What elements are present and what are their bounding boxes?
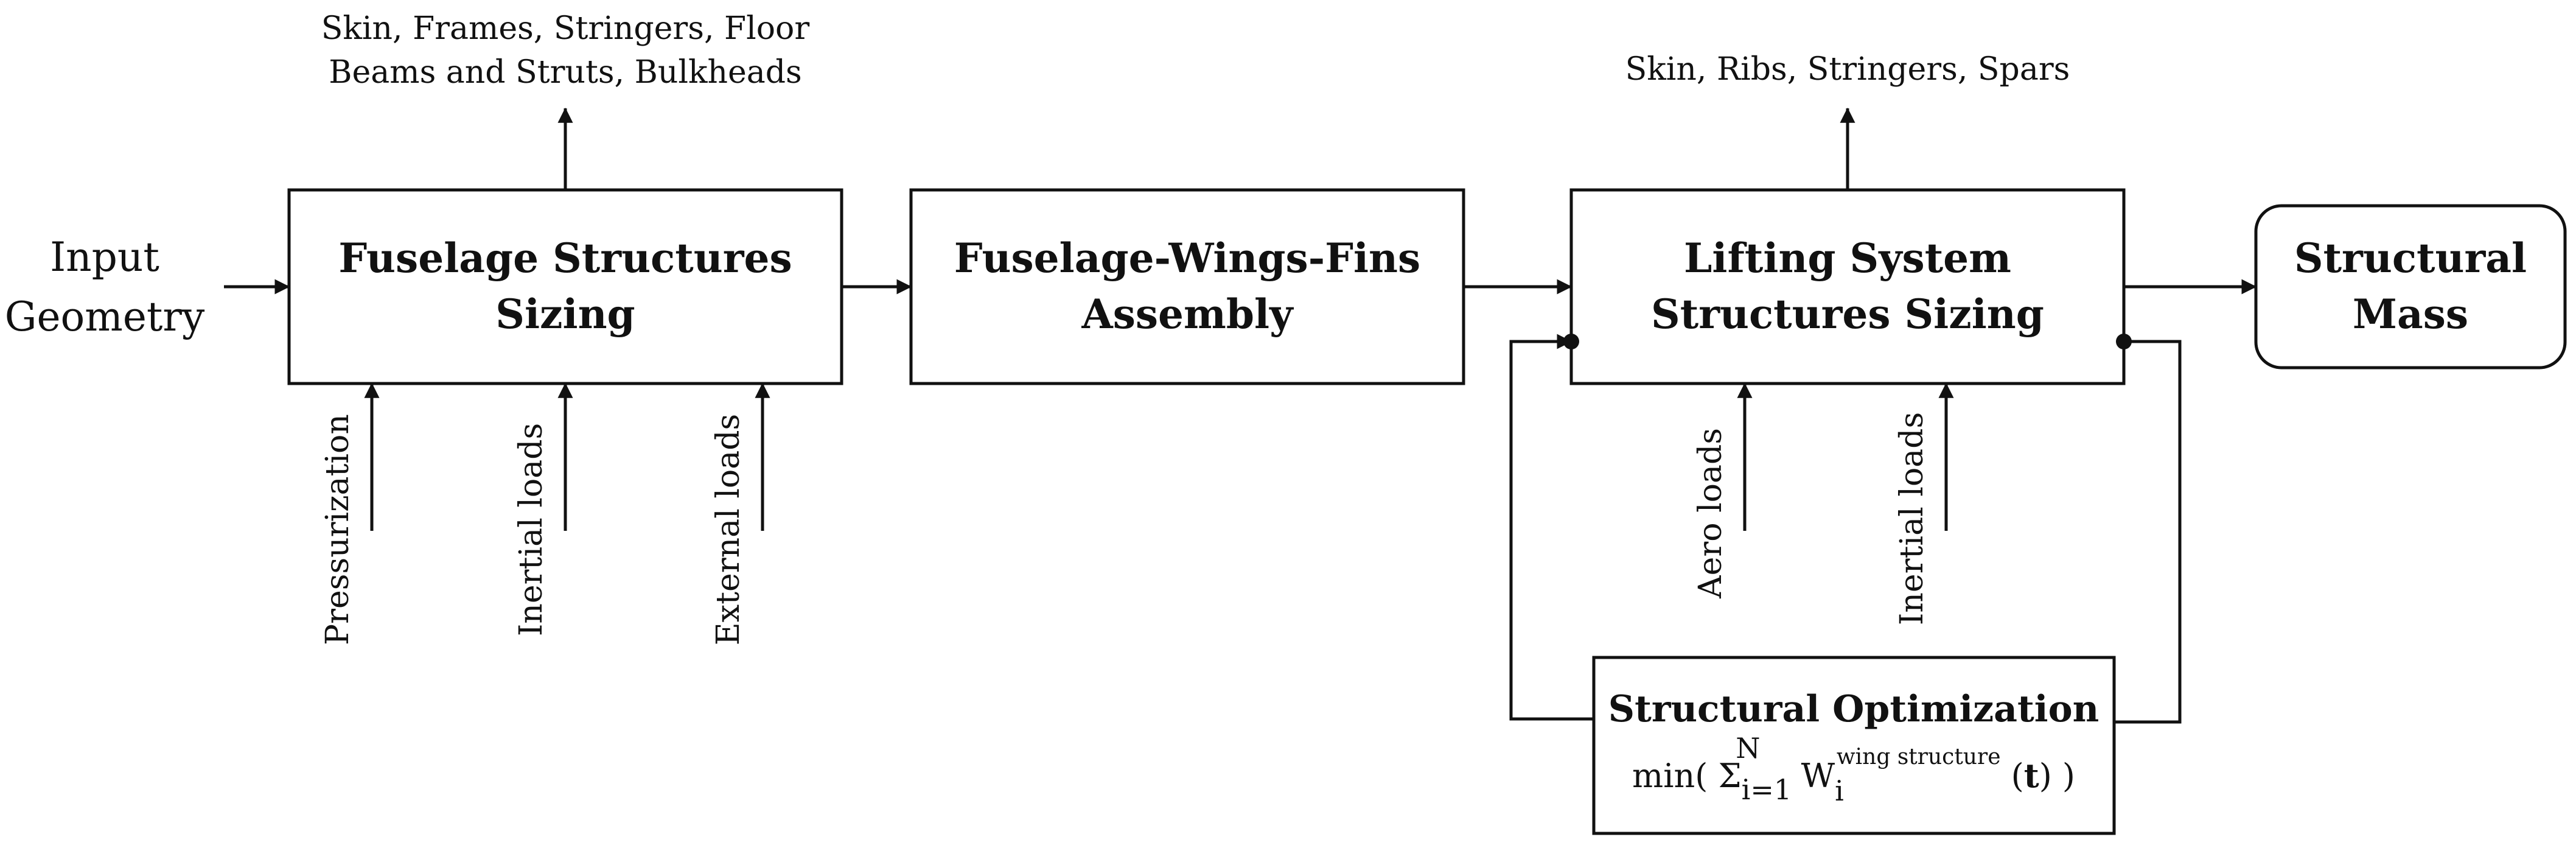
fuselage-sizing-title-2: Sizing (495, 290, 635, 338)
assembly-title-1: Fuselage-Wings-Fins (954, 234, 1420, 282)
objective-formula: min( Σi=1N Wiwing structure (t) ) (1632, 732, 2075, 807)
lifting-sizing-title-1: Lifting System (1684, 234, 2011, 282)
pressurization-label: Pressurization (319, 414, 356, 645)
assembly-title-2: Assembly (1081, 290, 1294, 338)
lifting-sizing-title-2: Structures Sizing (1651, 290, 2044, 338)
inertial-loads-label: Inertial loads (513, 423, 550, 636)
fuselage-sizing-box (287, 188, 843, 385)
input-label-line2: Geometry (5, 293, 205, 340)
feedback-from-lifting (2114, 340, 2182, 724)
lifting-sizing-box (1569, 188, 2126, 385)
feedback-dot-right (2116, 334, 2132, 349)
structural-mass-title-2: Mass (2353, 290, 2468, 338)
input-label-line1: Input (50, 234, 159, 281)
external-loads-label: External loads (710, 414, 747, 645)
aero-loads-label: Aero loads (1692, 428, 1729, 599)
lifting-output-label: Skin, Ribs, Stringers, Spars (1625, 51, 2070, 88)
fuselage-output-line1: Skin, Frames, Stringers, Floor (321, 10, 810, 47)
optimization-box (1592, 656, 2116, 835)
fuselage-sizing-title-1: Fuselage Structures (338, 234, 792, 282)
structural-mass-box (2254, 204, 2567, 370)
optimization-title: Structural Optimization (1608, 688, 2099, 731)
assembly-box (909, 188, 1465, 385)
lifting-inertial-loads-label: Inertial loads (1894, 412, 1930, 625)
feedback-to-lifting-arrow (1509, 334, 1594, 721)
fuselage-output-line2: Beams and Struts, Bulkheads (329, 54, 801, 91)
feedback-dot-left (1563, 334, 1579, 349)
structural-mass-title-1: Structural (2294, 234, 2527, 282)
